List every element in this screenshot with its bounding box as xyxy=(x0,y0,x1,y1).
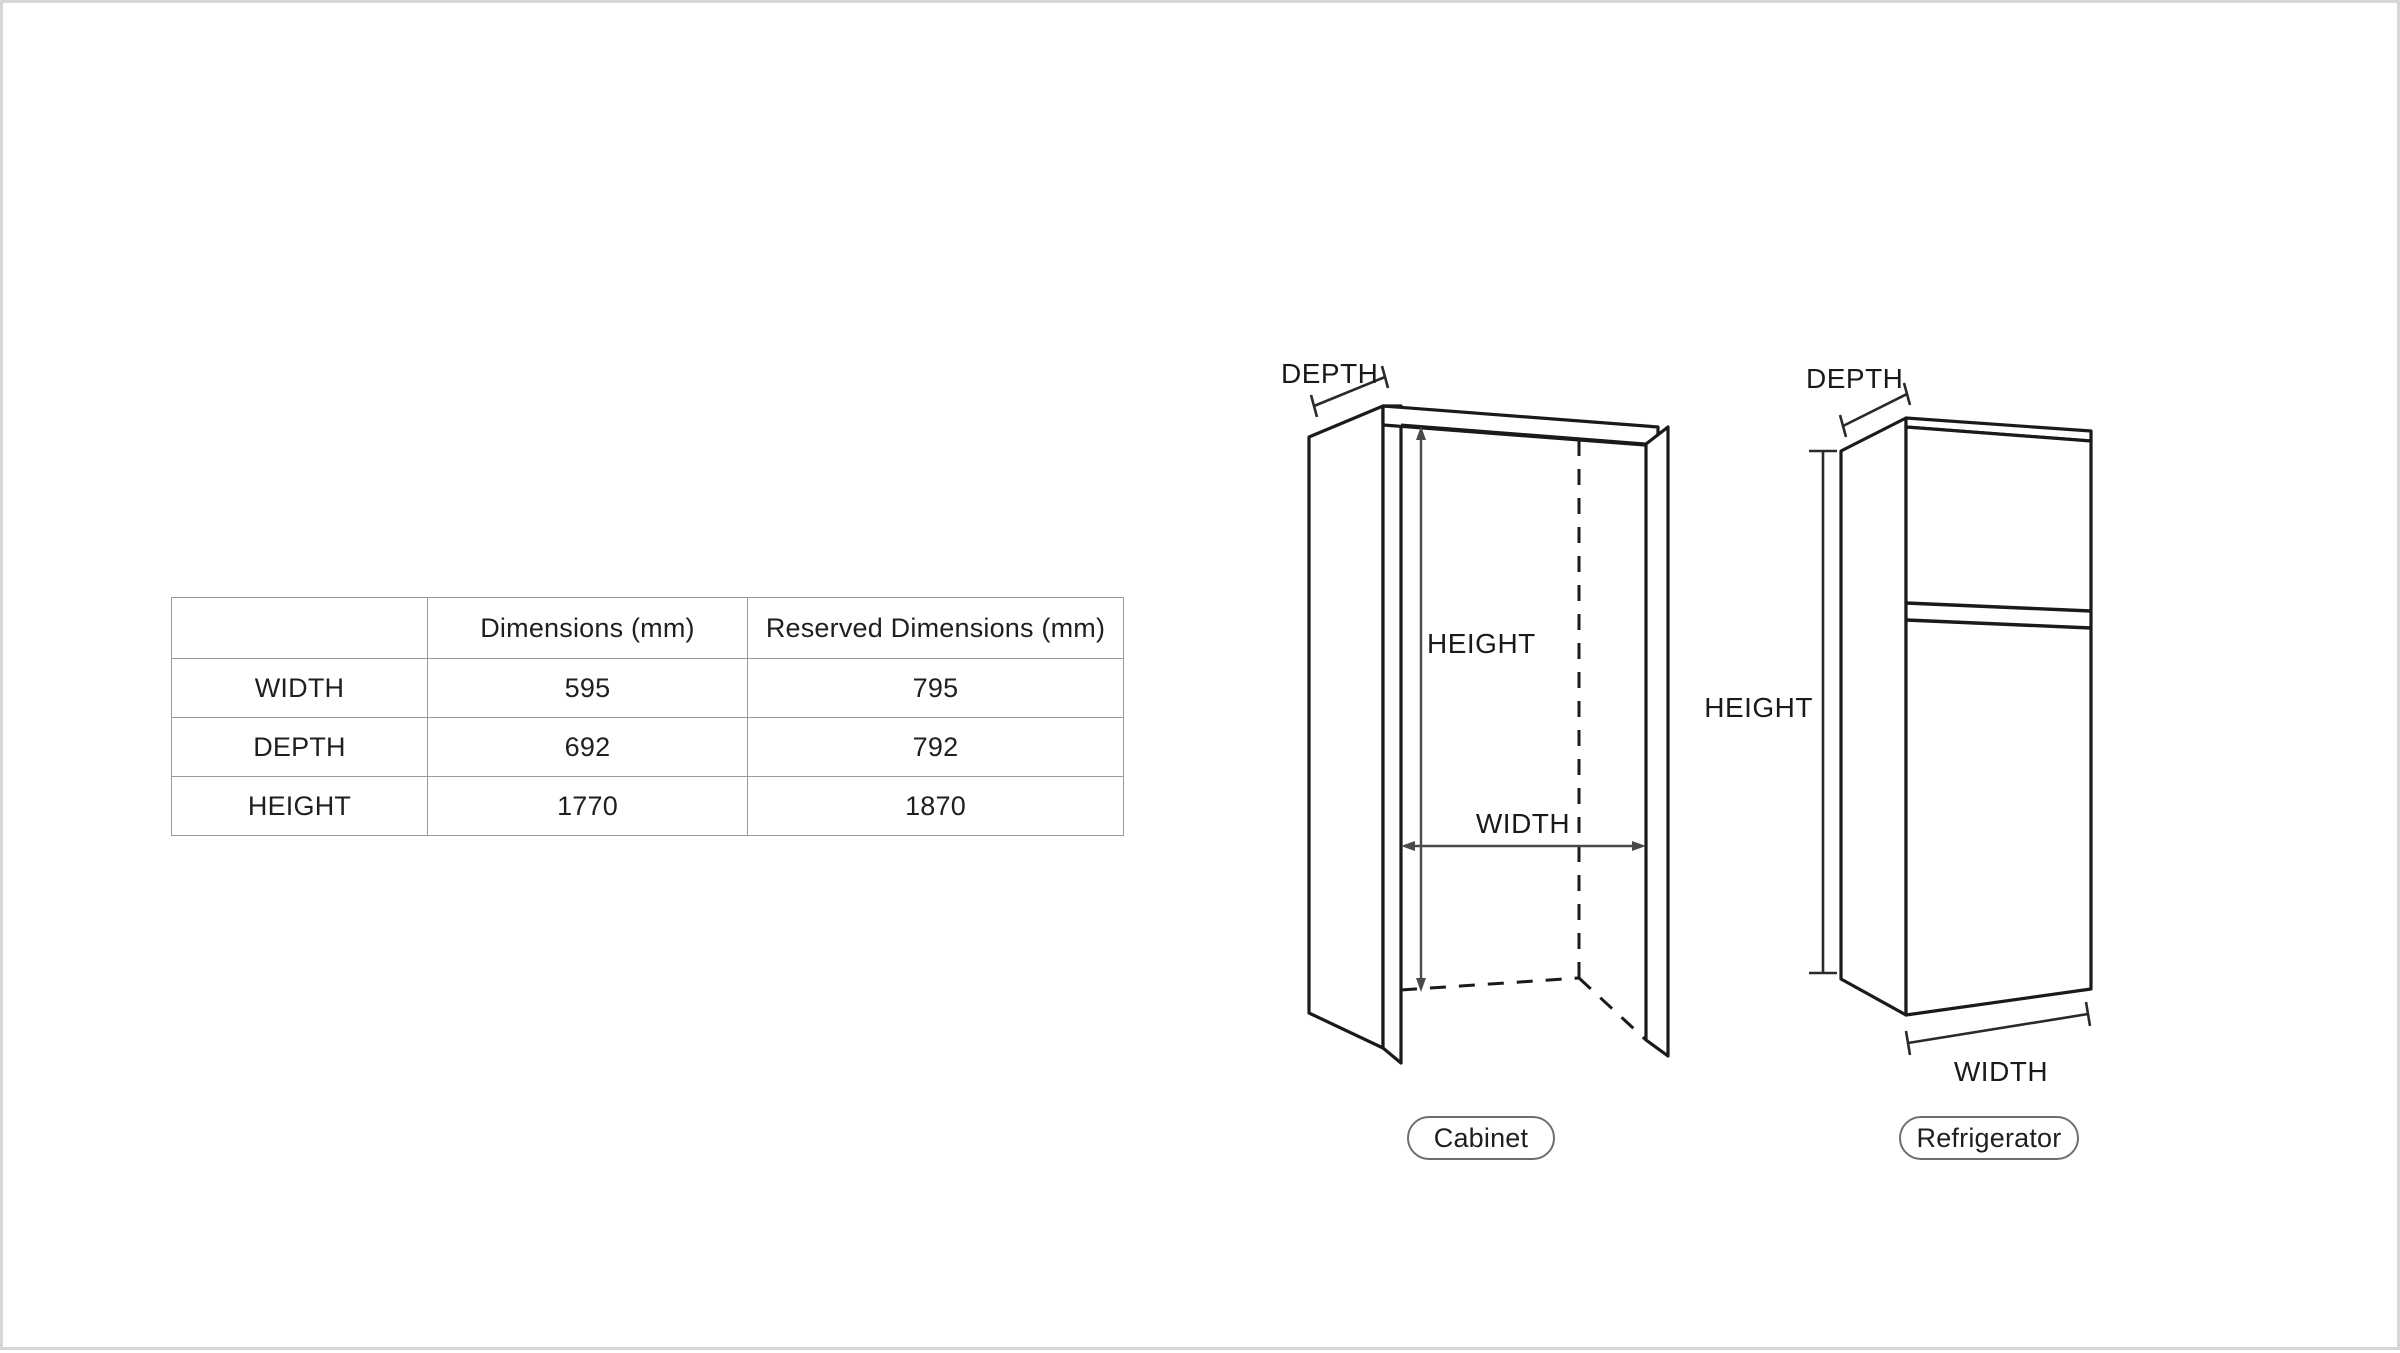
cabinet-right-side-panel xyxy=(1644,425,1670,1058)
cabinet-depth-label: DEPTH xyxy=(1281,358,1378,389)
refrigerator-width-tick-right xyxy=(2084,1001,2092,1027)
refrigerator-caption-pill: Refrigerator xyxy=(1899,1116,2079,1160)
table-row: DEPTH 692 792 xyxy=(171,717,1124,777)
row-label-height: HEIGHT xyxy=(171,776,428,836)
refrigerator-height-label: HEIGHT xyxy=(1704,692,1813,723)
refrigerator-width-dimension-line xyxy=(1907,1012,2089,1045)
table-row: WIDTH 595 795 xyxy=(171,658,1124,718)
cabinet-depth-dimension xyxy=(1309,365,1390,418)
cell-depth-dimension: 692 xyxy=(427,717,748,777)
cabinet-height-label: HEIGHT xyxy=(1427,628,1536,659)
cabinet-width-arrow-right xyxy=(1632,841,1646,851)
cabinet-drawing: DEPTH HEIGHT WIDTH xyxy=(1281,358,1670,1065)
cabinet-height-arrow-top xyxy=(1416,426,1426,440)
refrigerator-top-face xyxy=(1904,416,2093,443)
column-header-dimensions: Dimensions (mm) xyxy=(427,597,748,659)
refrigerator-width-dimension xyxy=(1904,1001,2092,1056)
cell-width-reserved: 795 xyxy=(747,658,1124,718)
refrigerator-drawing: DEPTH HEIGHT WIDTH xyxy=(1704,363,2093,1087)
cabinet-top-panel xyxy=(1381,404,1660,448)
row-label-depth: DEPTH xyxy=(171,717,428,777)
table-corner-cell xyxy=(171,597,428,659)
cabinet-depth-dimension-line xyxy=(1313,375,1386,408)
cabinet-caption-pill: Cabinet xyxy=(1407,1116,1555,1160)
cabinet-depth-tick-left xyxy=(1309,394,1319,418)
refrigerator-depth-tick-left xyxy=(1838,414,1848,438)
cabinet-caption-text: Cabinet xyxy=(1433,1122,1529,1153)
refrigerator-front-face xyxy=(1904,425,2093,1017)
dimensions-table-container: Dimensions (mm) Reserved Dimensions (mm)… xyxy=(171,597,1124,836)
refrigerator-width-tick-left xyxy=(1904,1030,1912,1056)
row-label-width: WIDTH xyxy=(171,658,428,718)
dimensions-table: Dimensions (mm) Reserved Dimensions (mm)… xyxy=(171,597,1124,836)
cabinet-width-arrow-left xyxy=(1401,841,1415,851)
cell-height-reserved: 1870 xyxy=(747,776,1124,836)
cabinet-left-edge-strip xyxy=(1381,404,1403,1065)
cabinet-top-inner-line xyxy=(1400,423,1647,446)
column-header-reserved-dimensions: Reserved Dimensions (mm) xyxy=(747,597,1124,659)
cabinet-left-side-panel xyxy=(1307,404,1385,1050)
refrigerator-caption-text: Refrigerator xyxy=(1916,1122,2062,1153)
cabinet-width-label: WIDTH xyxy=(1476,808,1570,839)
refrigerator-depth-dimension-line xyxy=(1842,392,1908,428)
refrigerator-height-dimension xyxy=(1809,449,1837,975)
cell-width-dimension: 595 xyxy=(427,658,748,718)
refrigerator-depth-label: DEPTH xyxy=(1806,363,1903,394)
refrigerator-depth-dimension xyxy=(1838,382,1912,438)
cabinet-height-arrow-bottom xyxy=(1416,978,1426,992)
refrigerator-left-side-face xyxy=(1839,416,1908,1017)
refrigerator-door-divider-upper xyxy=(1905,601,2092,613)
cell-height-dimension: 1770 xyxy=(427,776,748,836)
table-row: HEIGHT 1770 1870 xyxy=(171,776,1124,836)
cabinet-hidden-floor-front xyxy=(1400,976,1580,992)
cell-depth-reserved: 792 xyxy=(747,717,1124,777)
table-header-row: Dimensions (mm) Reserved Dimensions (mm) xyxy=(171,597,1124,659)
cabinet-depth-tick-right xyxy=(1380,365,1390,389)
cabinet-hidden-floor-right xyxy=(1577,976,1648,1042)
refrigerator-width-label: WIDTH xyxy=(1954,1056,2048,1087)
refrigerator-depth-tick-right xyxy=(1902,382,1912,406)
refrigerator-door-divider-lower xyxy=(1905,618,2092,630)
